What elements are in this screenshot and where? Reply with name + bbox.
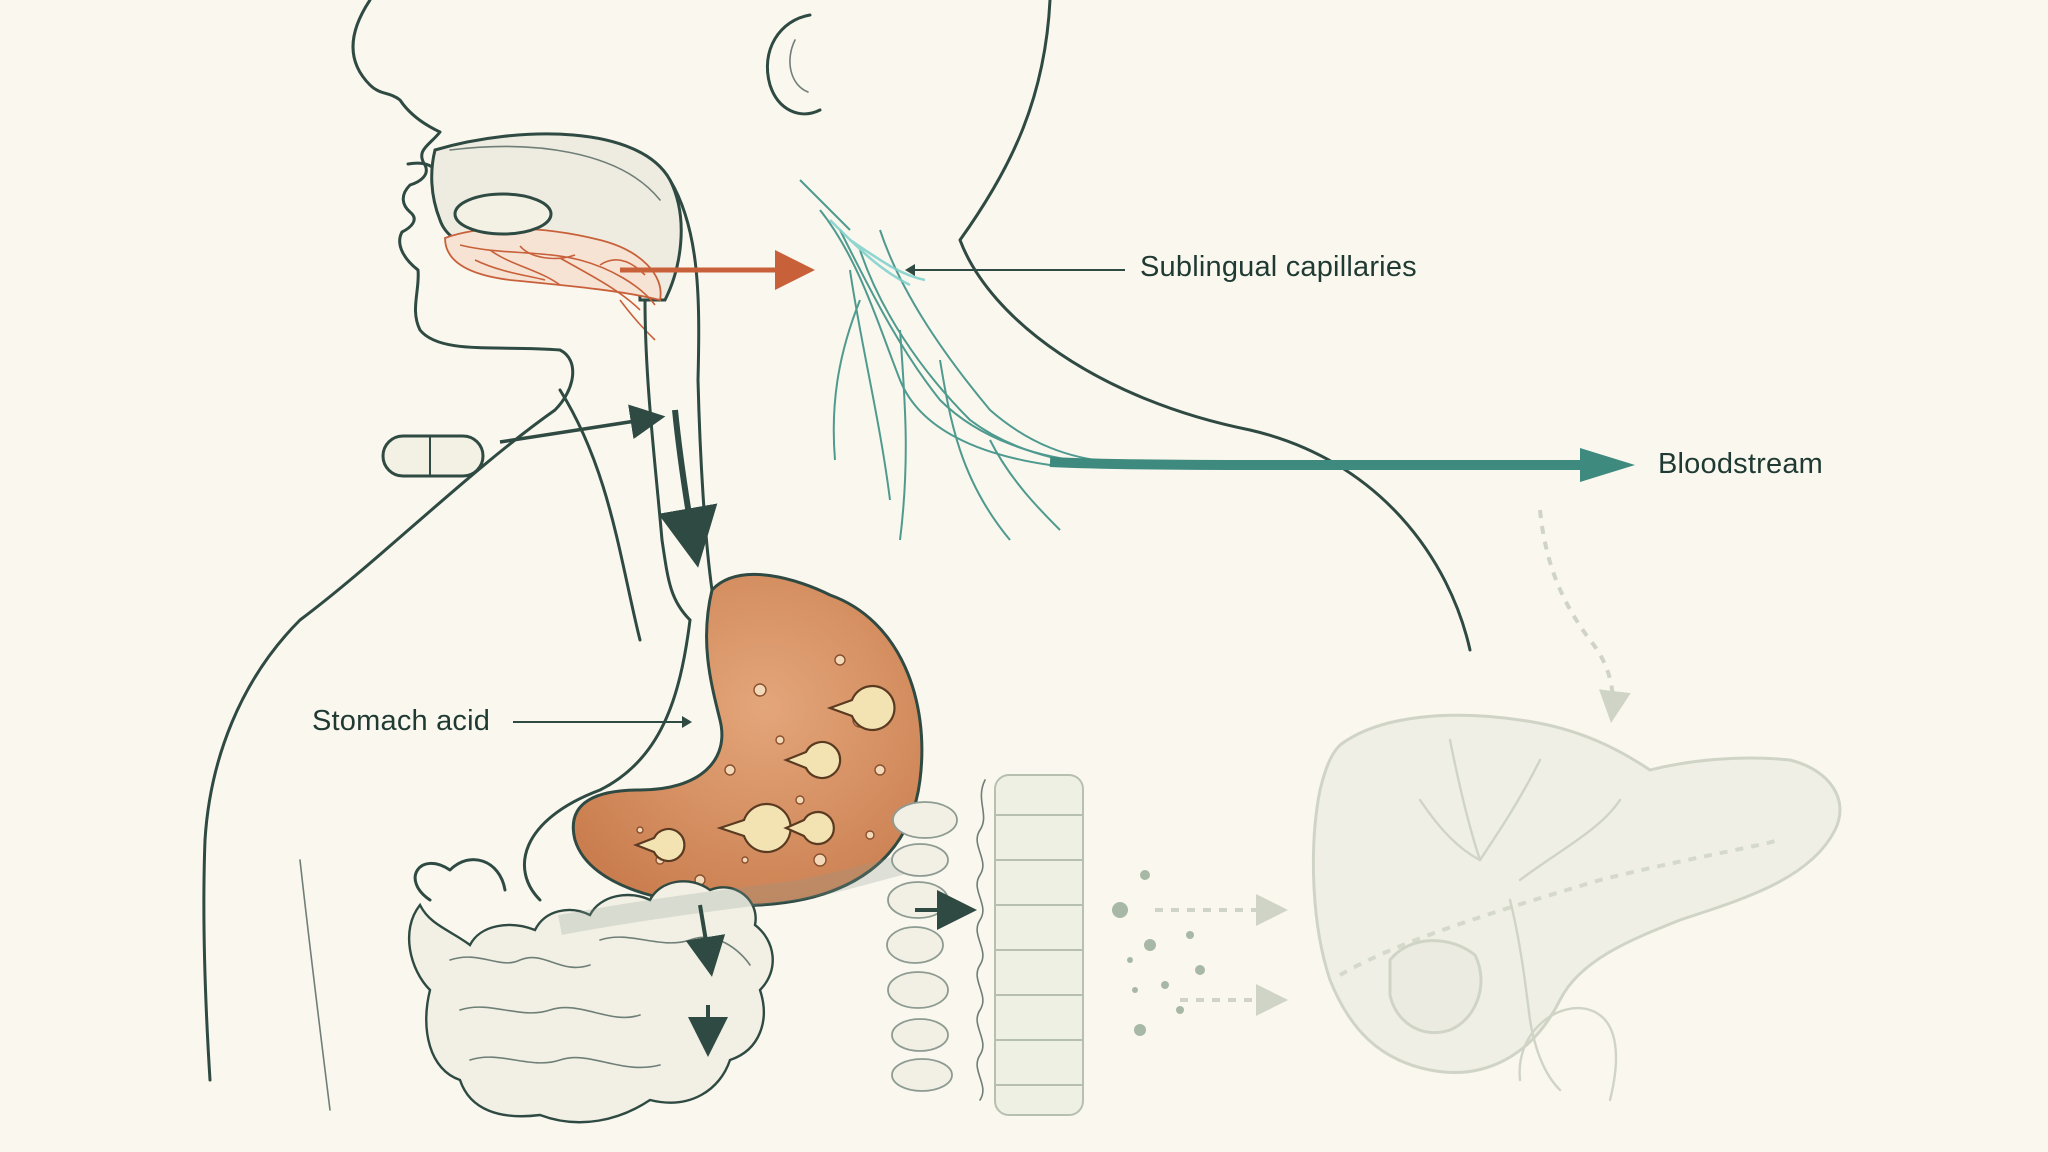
bloodstream-label: Bloodstream bbox=[1658, 448, 1823, 481]
ear-outline bbox=[767, 15, 820, 114]
stomach bbox=[524, 574, 921, 905]
torso-line bbox=[300, 860, 330, 1110]
esophagus-descent-arrow bbox=[675, 410, 695, 550]
capsule-icon bbox=[383, 436, 483, 476]
villi bbox=[887, 802, 957, 1091]
gallbladder bbox=[1390, 941, 1481, 1033]
sublingual-capillaries-label: Sublingual capillaries bbox=[1140, 251, 1417, 284]
bloodstream-arrow-shaft bbox=[1050, 462, 1580, 465]
stomach-acid-label: Stomach acid bbox=[312, 705, 490, 738]
bloodstream-arrow-head bbox=[1580, 448, 1635, 482]
nutrient-particle-icon bbox=[1112, 870, 1205, 1036]
neck-shoulder-outline bbox=[960, 0, 1470, 650]
liver-lobes bbox=[1313, 715, 1840, 1072]
liver bbox=[1313, 715, 1840, 1100]
intestinal-wall bbox=[977, 775, 1083, 1115]
stomach-acid-pointer-head bbox=[682, 716, 692, 728]
head-profile-outline bbox=[204, 0, 1470, 1110]
neck-capillaries bbox=[800, 180, 1110, 540]
tablet-icon bbox=[455, 194, 551, 234]
bloodstream-to-liver-arrow bbox=[1540, 510, 1613, 715]
stomach-body bbox=[573, 574, 922, 905]
ear-inner-line bbox=[790, 40, 808, 92]
